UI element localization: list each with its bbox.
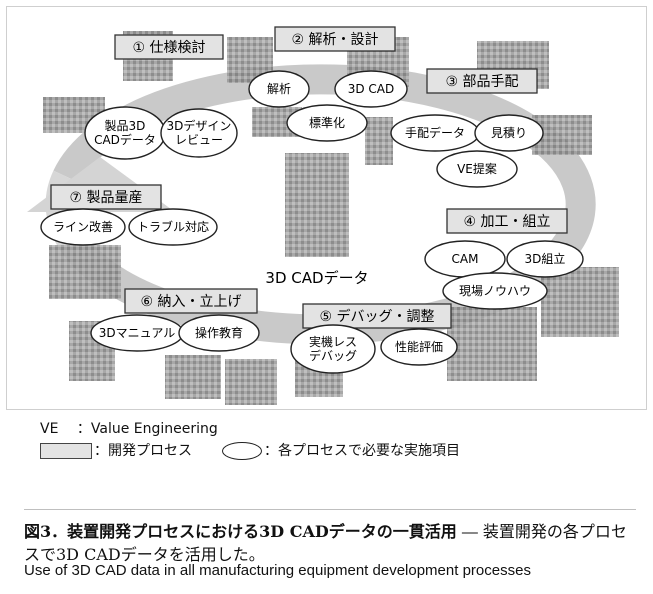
activity-oval: 3D CAD [334,70,408,108]
process-label: ③ 部品手配 [445,74,518,90]
activity-oval: VE提案 [436,150,518,188]
process-box: ④ 加工・組立 [446,208,568,234]
legend-ve-text: ：Value Engineering [76,421,218,437]
photo-thumbnail [447,307,537,381]
activity-label: 標準化 [309,115,345,130]
activity-label: 3D組立 [525,251,566,266]
process-diagram: ① 仕様検討 ② 解析・設計 ③ 部品手配 ④ 加工・組立 ⑤ デバッグ・調整 … [27,26,619,405]
caption-body: 装置開発の各プロセスで3D CADデータを活用した。 [24,522,627,564]
process-box: ② 解析・設計 [274,26,396,52]
activity-label: 3Dマニュアル [99,326,176,340]
activity-oval: 現場ノウハウ [442,272,548,310]
activity-oval: ライン改善 [40,208,126,246]
activity-label: 3D CAD [348,82,395,96]
process-label: ① 仕様検討 [132,40,205,56]
process-label: ④ 加工・組立 [463,214,550,230]
activity-label: トラブル対応 [137,219,209,234]
process-box: ⑥ 納入・立上げ [124,288,258,314]
activity-oval: 性能評価 [380,328,458,366]
legend-oval-swatch [222,442,262,460]
activity-oval: 操作教育 [178,314,260,352]
activity-label: レビュー [175,133,223,147]
photo-thumbnail [49,245,121,299]
activity-label: 現場ノウハウ [459,284,531,298]
activity-oval: 見積り [474,114,544,152]
legend-ve-abbr: VE [40,421,59,437]
activity-label: CAM [452,252,479,266]
activity-label: 3Dデザイン [167,118,232,133]
activity-label: CADデータ [94,132,156,147]
activity-oval: 標準化 [286,104,368,142]
process-label: ⑥ 納入・立上げ [140,294,241,310]
activity-oval: CAM [424,240,506,278]
activity-oval: 3D組立 [506,240,584,278]
legend-box-text: ：開発プロセス [94,443,192,459]
process-box: ⑦ 製品量産 [50,184,162,210]
center-label: 3D CADデータ [265,269,368,287]
activity-label: ライン改善 [53,219,113,234]
photo-thumbnail [285,153,349,257]
figure-caption-en: Use of 3D CAD data in all manufacturing … [24,562,531,579]
legend-oval-text: ：各プロセスで必要な実施項目 [264,443,460,459]
process-box: ① 仕様検討 [114,34,224,60]
photo-thumbnail [365,117,393,165]
process-box: ③ 部品手配 [426,68,538,94]
caption-dash: ― [456,522,483,541]
activity-label: 操作教育 [195,325,243,340]
process-box: ⑤ デバッグ・調整 [302,303,452,329]
process-label: ② 解析・設計 [291,32,378,48]
process-label: ⑦ 製品量産 [69,190,142,206]
activity-label: 見積り [491,125,527,140]
activity-label: 製品3D [105,119,146,133]
figure-caption-ja: 図3．装置開発プロセスにおける3D CADデータの一貫活用 ― 装置開発の各プロ… [24,520,634,566]
caption-title: 図3．装置開発プロセスにおける3D CADデータの一貫活用 [24,522,457,541]
activity-label: 解析 [267,82,291,96]
activity-label: 性能評価 [395,339,443,354]
activity-oval: 手配データ [390,114,480,152]
activity-label: デバッグ [309,348,357,363]
caption-divider [24,509,636,510]
figure-frame: ① 仕様検討 ② 解析・設計 ③ 部品手配 ④ 加工・組立 ⑤ デバッグ・調整 … [6,6,647,410]
activity-label: 手配データ [405,125,465,140]
activity-label: 実機レス [309,334,357,349]
legend-shapes: ：開発プロセス ：各プロセスで必要な実施項目 [40,442,460,460]
photo-thumbnail [165,355,221,399]
photo-thumbnail [541,267,619,337]
legend-box-swatch [40,443,92,459]
activity-oval: トラブル対応 [128,208,218,246]
process-label: ⑤ デバッグ・調整 [319,308,434,325]
activity-oval: 解析 [248,70,310,108]
activity-oval: 3Dマニュアル [90,314,184,352]
legend-ve: VE ：Value Engineering [40,420,218,438]
photo-thumbnail [225,359,277,405]
activity-label: VE提案 [457,161,497,176]
